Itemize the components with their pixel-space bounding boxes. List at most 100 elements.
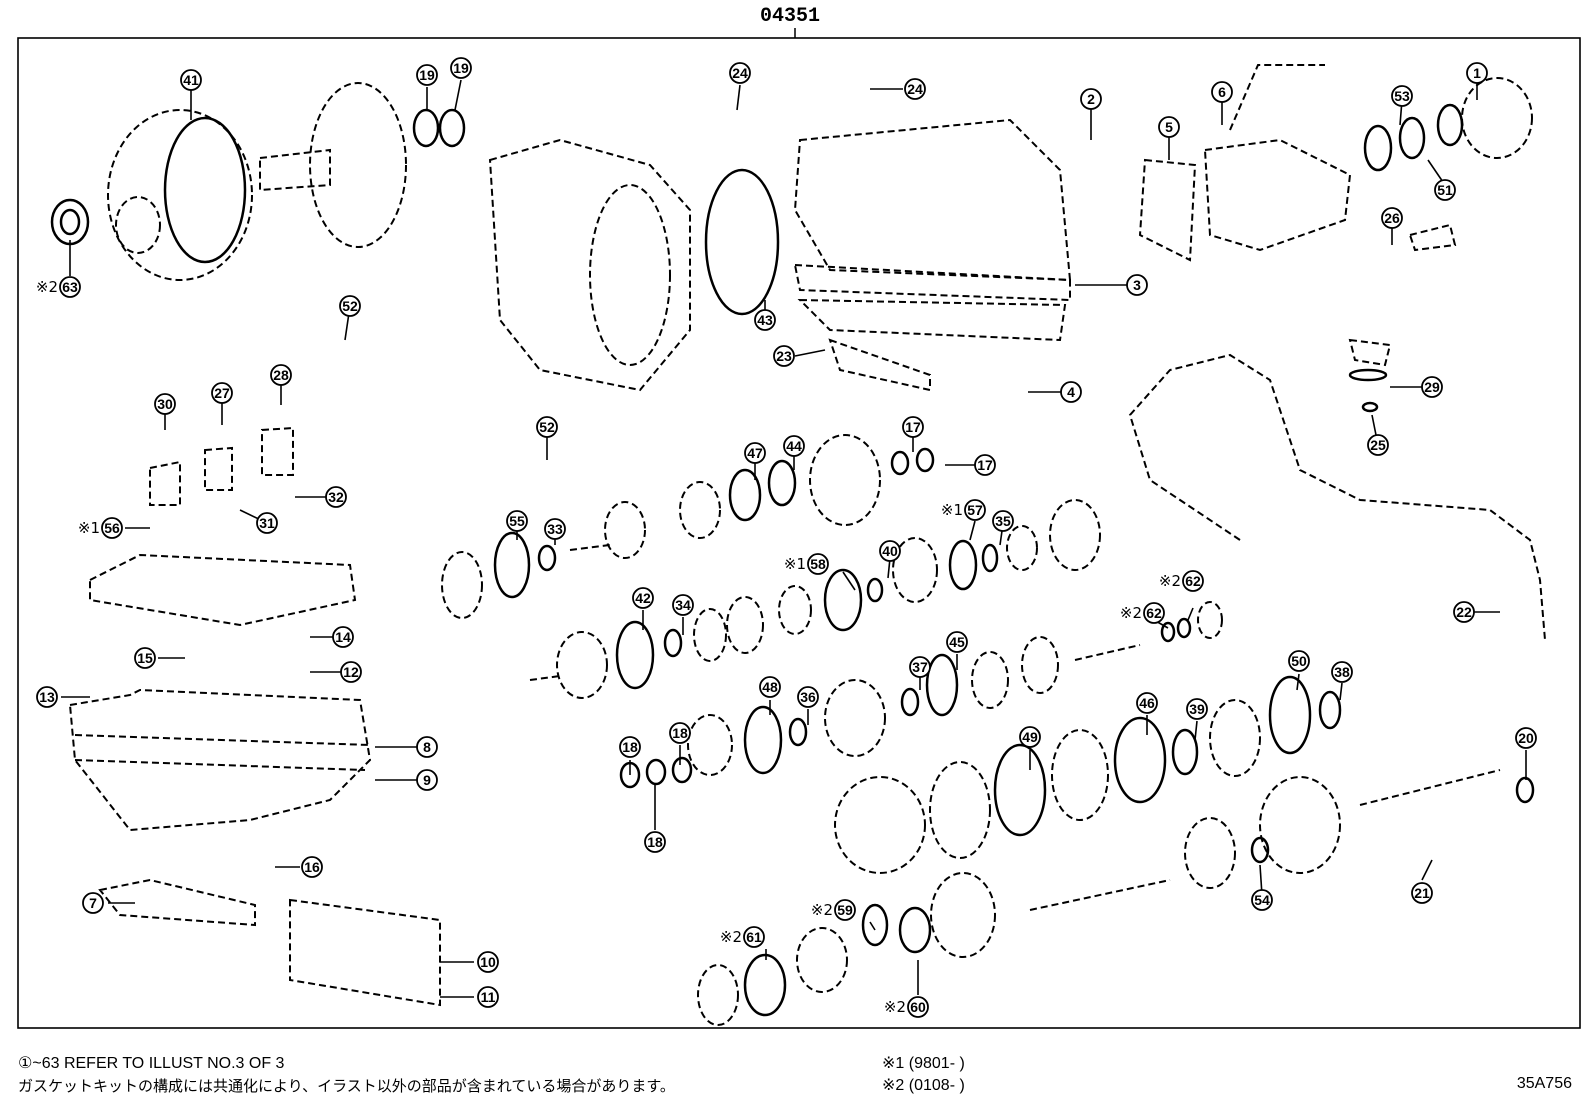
svg-text:63: 63 [62,279,78,295]
throttle-cable-drawing [1128,338,1546,641]
callout: 18 [619,736,641,758]
svg-text:36: 36 [800,689,816,705]
note1: ※1 (9801- ) [882,1053,965,1073]
svg-text:7: 7 [89,895,97,911]
svg-text:54: 54 [1254,892,1270,908]
svg-text:16: 16 [304,859,320,875]
part-number-heading: 04351 [760,5,821,28]
callout: 43 [754,309,776,331]
callout: 33 [544,518,566,540]
svg-text:19: 19 [419,67,435,83]
callout: 24 [729,62,751,84]
svg-text:49: 49 [1022,729,1038,745]
svg-text:44: 44 [786,438,802,454]
svg-text:57: 57 [967,502,983,518]
svg-text:23: 23 [776,348,792,364]
callout: 9 [416,769,438,791]
svg-text:26: 26 [1384,210,1400,226]
svg-text:59: 59 [837,902,853,918]
note2-mark: ※2 [882,1077,905,1094]
svg-text:18: 18 [647,834,663,850]
svg-text:6: 6 [1218,84,1226,100]
svg-text:12: 12 [343,664,359,680]
callout: 17 [974,454,996,476]
callout: 12 [340,661,362,683]
svg-text:34: 34 [675,597,691,613]
svg-text:43: 43 [757,312,773,328]
callout: 41 [180,69,202,91]
callout: 36 [797,686,819,708]
svg-text:11: 11 [481,989,496,1005]
callout: 55 [506,510,528,532]
svg-text:1: 1 [1473,65,1481,81]
callout: 4 [1060,381,1082,403]
svg-text:52: 52 [342,298,358,314]
svg-text:8: 8 [423,739,431,755]
refer-text: REFER TO ILLUST NO.3 OF 3 [63,1055,285,1072]
svg-text:60: 60 [910,999,926,1015]
leader-lines [61,73,1527,998]
callout: 5 [1158,116,1180,138]
svg-text:18: 18 [622,739,638,755]
svg-text:40: 40 [882,543,898,559]
callout: 20 [1515,727,1537,749]
callout: 10 [477,951,499,973]
svg-text:55: 55 [509,513,525,529]
svg-text:51: 51 [1437,182,1453,198]
callout: 37 [909,656,931,678]
callout: 7 [82,892,104,914]
callout: 39 [1186,698,1208,720]
callout: 29 [1421,376,1443,398]
svg-text:※2: ※2 [1159,572,1181,590]
svg-text:15: 15 [137,650,153,666]
transmission-case-drawing [488,118,1072,392]
callout: 18 [644,831,666,853]
callout: 46 [1136,692,1158,714]
svg-text:※2: ※2 [720,928,742,946]
svg-text:※2: ※2 [884,998,906,1016]
note1-text: (9801- ) [908,1055,965,1072]
svg-text:※2: ※2 [811,901,833,919]
callout: 11 [477,986,499,1008]
svg-text:33: 33 [547,521,563,537]
svg-text:45: 45 [949,634,965,650]
callout: 18 [669,722,691,744]
callout: 23 [773,345,795,367]
callout: 26 [1381,207,1403,229]
refer-range: ①~63 [18,1055,60,1072]
svg-text:※2: ※2 [1120,604,1142,622]
callout: 31 [256,512,278,534]
svg-text:※1: ※1 [784,555,806,573]
callout: 14 [332,626,354,648]
note2-text: (0108- ) [908,1077,965,1094]
callout: 35 [992,510,1014,532]
callout: 49 [1019,726,1041,748]
svg-text:※2: ※2 [36,278,58,296]
svg-text:※1: ※1 [941,501,963,519]
illustration-code: 35A756 [1516,1075,1572,1092]
svg-text:50: 50 [1291,653,1307,669]
callout: 25 [1367,434,1389,456]
svg-text:41: 41 [183,72,199,88]
svg-text:4: 4 [1067,384,1075,400]
callout: 48 [759,676,781,698]
callout: 52 [339,295,361,317]
callout: 47 [744,442,766,464]
svg-text:29: 29 [1424,379,1440,395]
callout: 42 [632,587,654,609]
diagram-frame [17,37,1581,1029]
callout: 44 [783,435,805,457]
svg-text:27: 27 [214,385,230,401]
svg-text:52: 52 [539,419,555,435]
svg-text:37: 37 [912,659,928,675]
callout: 15 [134,647,156,669]
japanese-note: ガスケットキットの構成には共通化により、イラスト以外の部品が含まれている場合があ… [18,1077,675,1095]
svg-text:30: 30 [157,396,173,412]
callout: 17 [902,416,924,438]
svg-text:58: 58 [810,556,826,572]
